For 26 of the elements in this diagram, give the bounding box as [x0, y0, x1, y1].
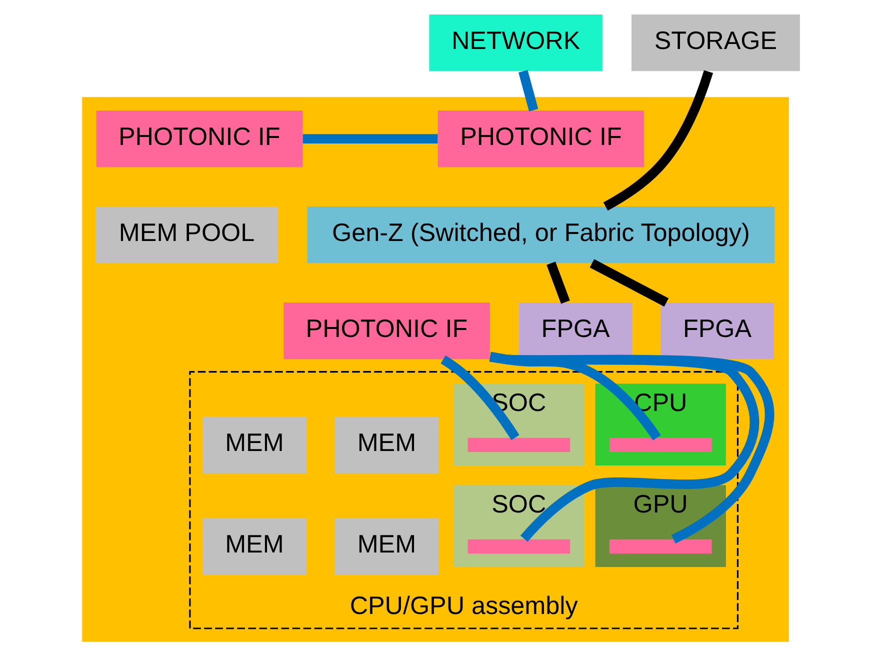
node-box: MEM: [202, 416, 306, 474]
node-box: STORAGE: [631, 14, 800, 72]
connector: [603, 70, 714, 211]
node-box: FPGA: [660, 302, 774, 360]
node-box: MEM POOL: [95, 206, 278, 264]
node-box: PHOTONIC IF: [284, 302, 490, 360]
node-box: PHOTONIC IF: [96, 110, 302, 168]
node-box: Gen-Z (Switched, or Fabric Topology): [307, 206, 775, 264]
connector: [302, 134, 438, 144]
connector: [518, 70, 538, 112]
node-bar: [609, 539, 712, 554]
node-bar: [609, 438, 712, 452]
node-box: NETWORK: [429, 14, 602, 72]
node-box: PHOTONIC IF: [438, 110, 644, 168]
node-box: MEM: [202, 518, 306, 575]
cluster: SOC: [454, 485, 584, 567]
node-bar: [468, 539, 570, 554]
node-box: MEM: [334, 416, 439, 474]
connector: [440, 355, 520, 440]
connector: [489, 352, 661, 440]
cluster: GPU: [595, 485, 726, 567]
connector: [546, 262, 570, 304]
node-bar: [468, 438, 570, 452]
node-box: MEM: [334, 518, 439, 575]
cluster: [82, 97, 789, 642]
connector: [590, 259, 669, 307]
